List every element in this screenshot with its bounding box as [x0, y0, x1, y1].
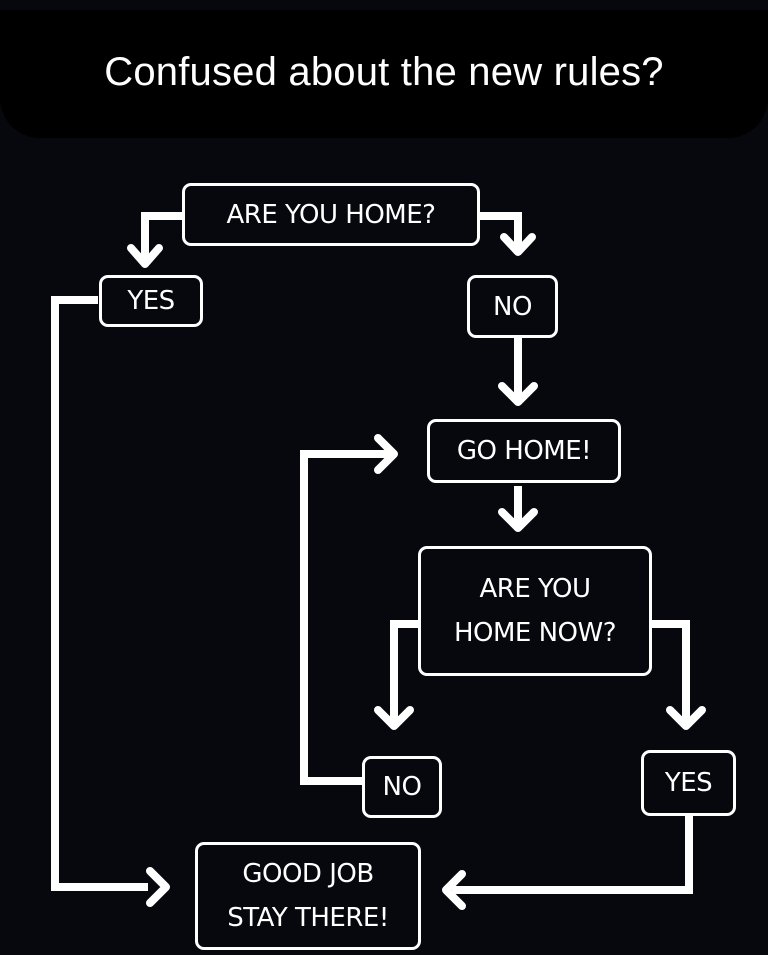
connector-home-to-no — [478, 212, 522, 250]
node-label: GO HOME! — [456, 436, 592, 466]
node-no-2: NO — [362, 756, 442, 818]
connector-yes-to-goodjob — [51, 296, 148, 891]
arrowhead-down-homenow — [498, 508, 538, 532]
node-label: NO — [382, 772, 422, 802]
arrowhead-down-gohome — [498, 382, 538, 406]
arrowhead-down-no1 — [500, 233, 536, 256]
node-label: ARE YOU HOME? — [226, 199, 436, 230]
node-label-line2: HOME NOW? — [453, 618, 617, 648]
node-are-you-home-now: ARE YOU HOME NOW? — [418, 546, 652, 676]
node-yes-1: YES — [99, 275, 203, 327]
caption-text: Confused about the new rules? — [104, 50, 664, 94]
node-go-home: GO HOME! — [427, 419, 621, 483]
node-label: YES — [664, 768, 713, 798]
node-label-line1: ARE YOU — [479, 574, 592, 604]
connector-yes2-to-goodjob — [452, 816, 693, 894]
node-label: NO — [493, 291, 532, 322]
connector-home-to-yes — [141, 212, 184, 262]
arrowhead-down-yes2 — [666, 706, 706, 730]
node-no-1: NO — [467, 275, 558, 338]
node-label-line2: STAY THERE! — [227, 903, 389, 933]
node-good-job: GOOD JOB STAY THERE! — [195, 842, 421, 950]
node-are-you-home: ARE YOU HOME? — [182, 183, 480, 246]
arrowhead-down-yes1 — [127, 244, 163, 268]
node-label: YES — [127, 286, 175, 316]
connector-no-loop-to-gohome — [300, 450, 392, 785]
node-yes-2: YES — [641, 750, 736, 816]
arrowhead-down-no2 — [374, 706, 414, 730]
connector-homenow-to-yes — [652, 620, 690, 724]
arrowhead-right-gohome — [374, 434, 398, 474]
node-label-line1: GOOD JOB — [242, 859, 374, 889]
caption-bar — [0, 10, 768, 138]
arrowhead-left-goodjob — [442, 870, 466, 910]
connector-homenow-to-no — [390, 620, 418, 724]
arrowhead-right-goodjob — [146, 867, 170, 907]
